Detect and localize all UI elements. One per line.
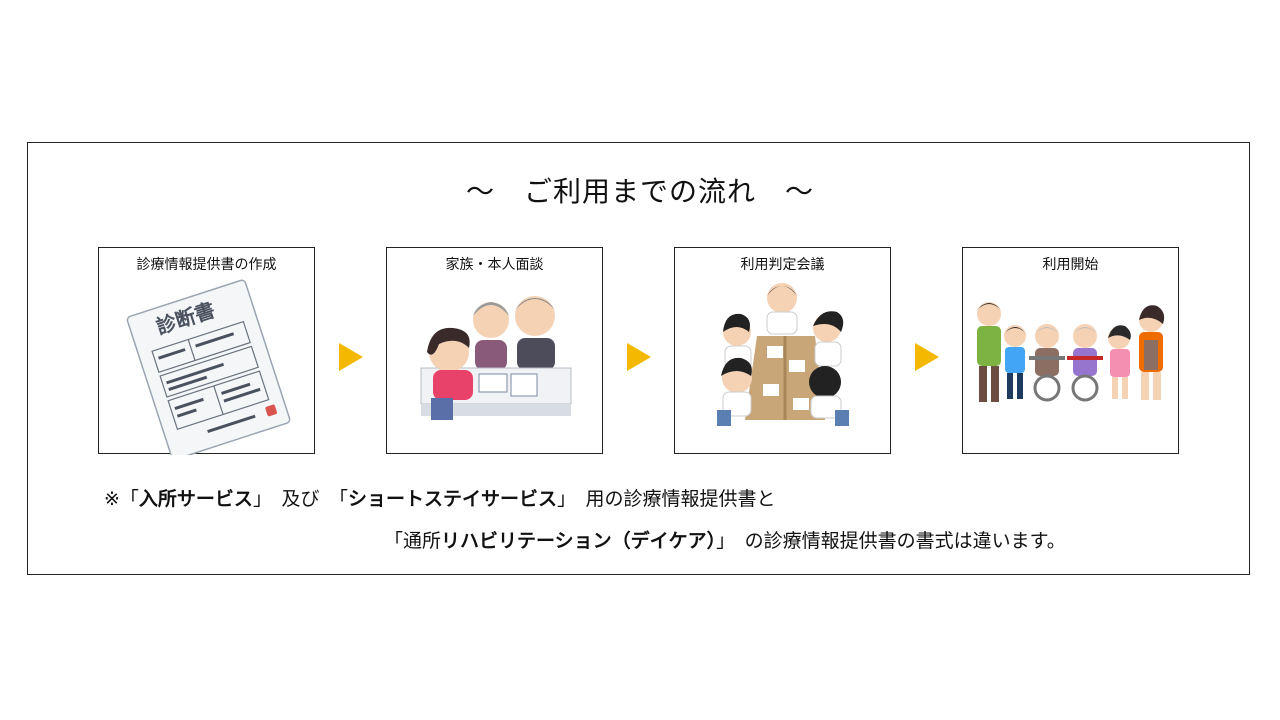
note-line-2-rest: の診療情報提供書の書式は違います。 xyxy=(725,530,1066,552)
arrow-2-icon xyxy=(627,343,651,371)
note-prefix: ※「 xyxy=(104,488,139,510)
arrow-3-icon xyxy=(915,343,939,371)
note-service-daycare: リハビリテーション（デイケア） xyxy=(441,530,717,552)
step-2-label: 家族・本人面談 xyxy=(445,257,544,273)
note-line-1-rest: 用の診療情報提供書と xyxy=(566,488,776,510)
arrow-1-icon xyxy=(339,343,363,371)
note-service-nyusho: 入所サービス xyxy=(138,488,253,510)
note-line-2: 「通所リハビリテーション（デイケア）」 の診療情報提供書の書式は違います。 xyxy=(384,526,1066,553)
flow-frame xyxy=(27,142,1250,575)
service-start-icon xyxy=(977,302,1165,402)
diagnosis-document-icon: 診断書 xyxy=(126,279,291,455)
step-1-box: 診断書 診療情報提供書の作成 xyxy=(98,247,315,455)
step-4-label: 利用開始 xyxy=(1042,257,1099,273)
judgment-meeting-icon xyxy=(717,283,849,426)
family-interview-icon xyxy=(420,296,572,420)
note-close-3: 」 xyxy=(716,530,726,552)
step-3-label: 利用判定会議 xyxy=(740,257,825,273)
step-4-box: 利用開始 xyxy=(962,247,1179,454)
note-service-shortstay: ショートステイサービス xyxy=(347,488,557,510)
step-3-box: 利用判定会議 xyxy=(674,247,891,454)
note-close-2: 」 xyxy=(556,488,567,510)
note-close-1: 」 xyxy=(252,488,263,510)
note-line-2-open: 「通所 xyxy=(384,530,442,552)
step-1-label: 診療情報提供書の作成 xyxy=(136,257,277,273)
page-title: ～ ご利用までの流れ ～ xyxy=(465,175,814,208)
note-line-1: ※「入所サービス」 及び 「ショートステイサービス」 用の診療情報提供書と xyxy=(104,484,776,511)
step-2-box: 家族・本人面談 xyxy=(386,247,603,454)
note-and: 及び 「 xyxy=(262,488,348,510)
